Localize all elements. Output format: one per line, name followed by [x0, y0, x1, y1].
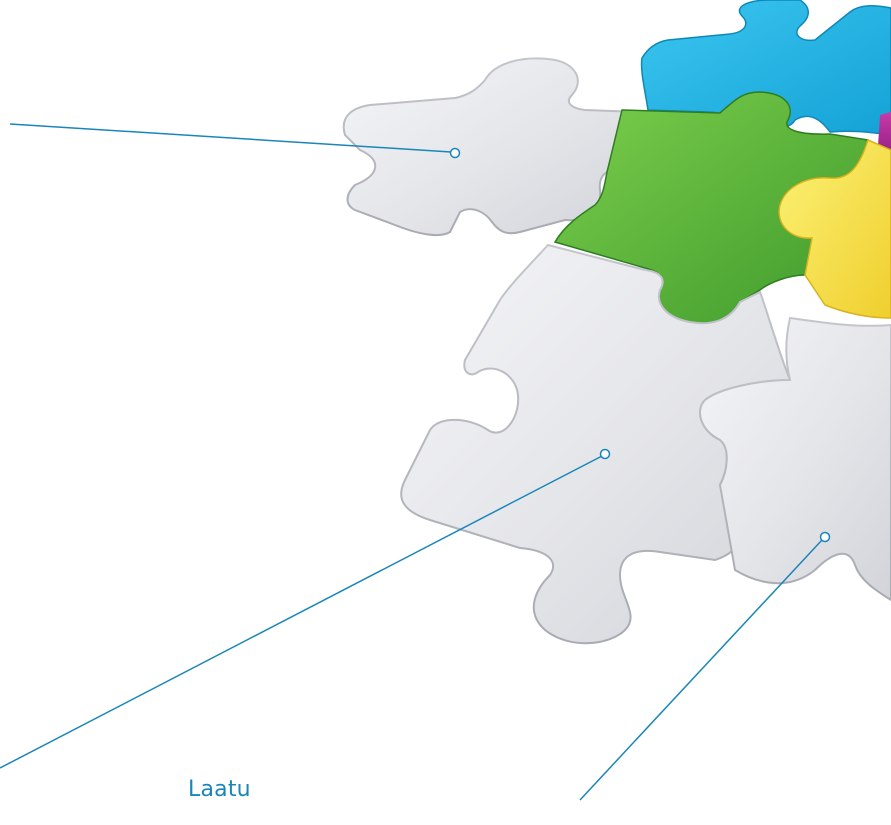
puzzle-piece-top-left [342, 57, 642, 237]
callout-center [0, 448, 611, 769]
callout-dot-icon [449, 147, 461, 159]
callout-top-left [9, 123, 461, 159]
callout-bottom-right [579, 531, 831, 801]
callout-dot-icon [819, 531, 831, 543]
callout-dot-icon [599, 448, 611, 460]
puzzle-piece-blue [640, 0, 891, 136]
quality-label: Laatu [188, 777, 251, 802]
puzzle-piece-yellow [778, 138, 891, 319]
puzzle-piece-purple [878, 112, 891, 150]
puzzle-piece-bottom-left [400, 243, 792, 645]
